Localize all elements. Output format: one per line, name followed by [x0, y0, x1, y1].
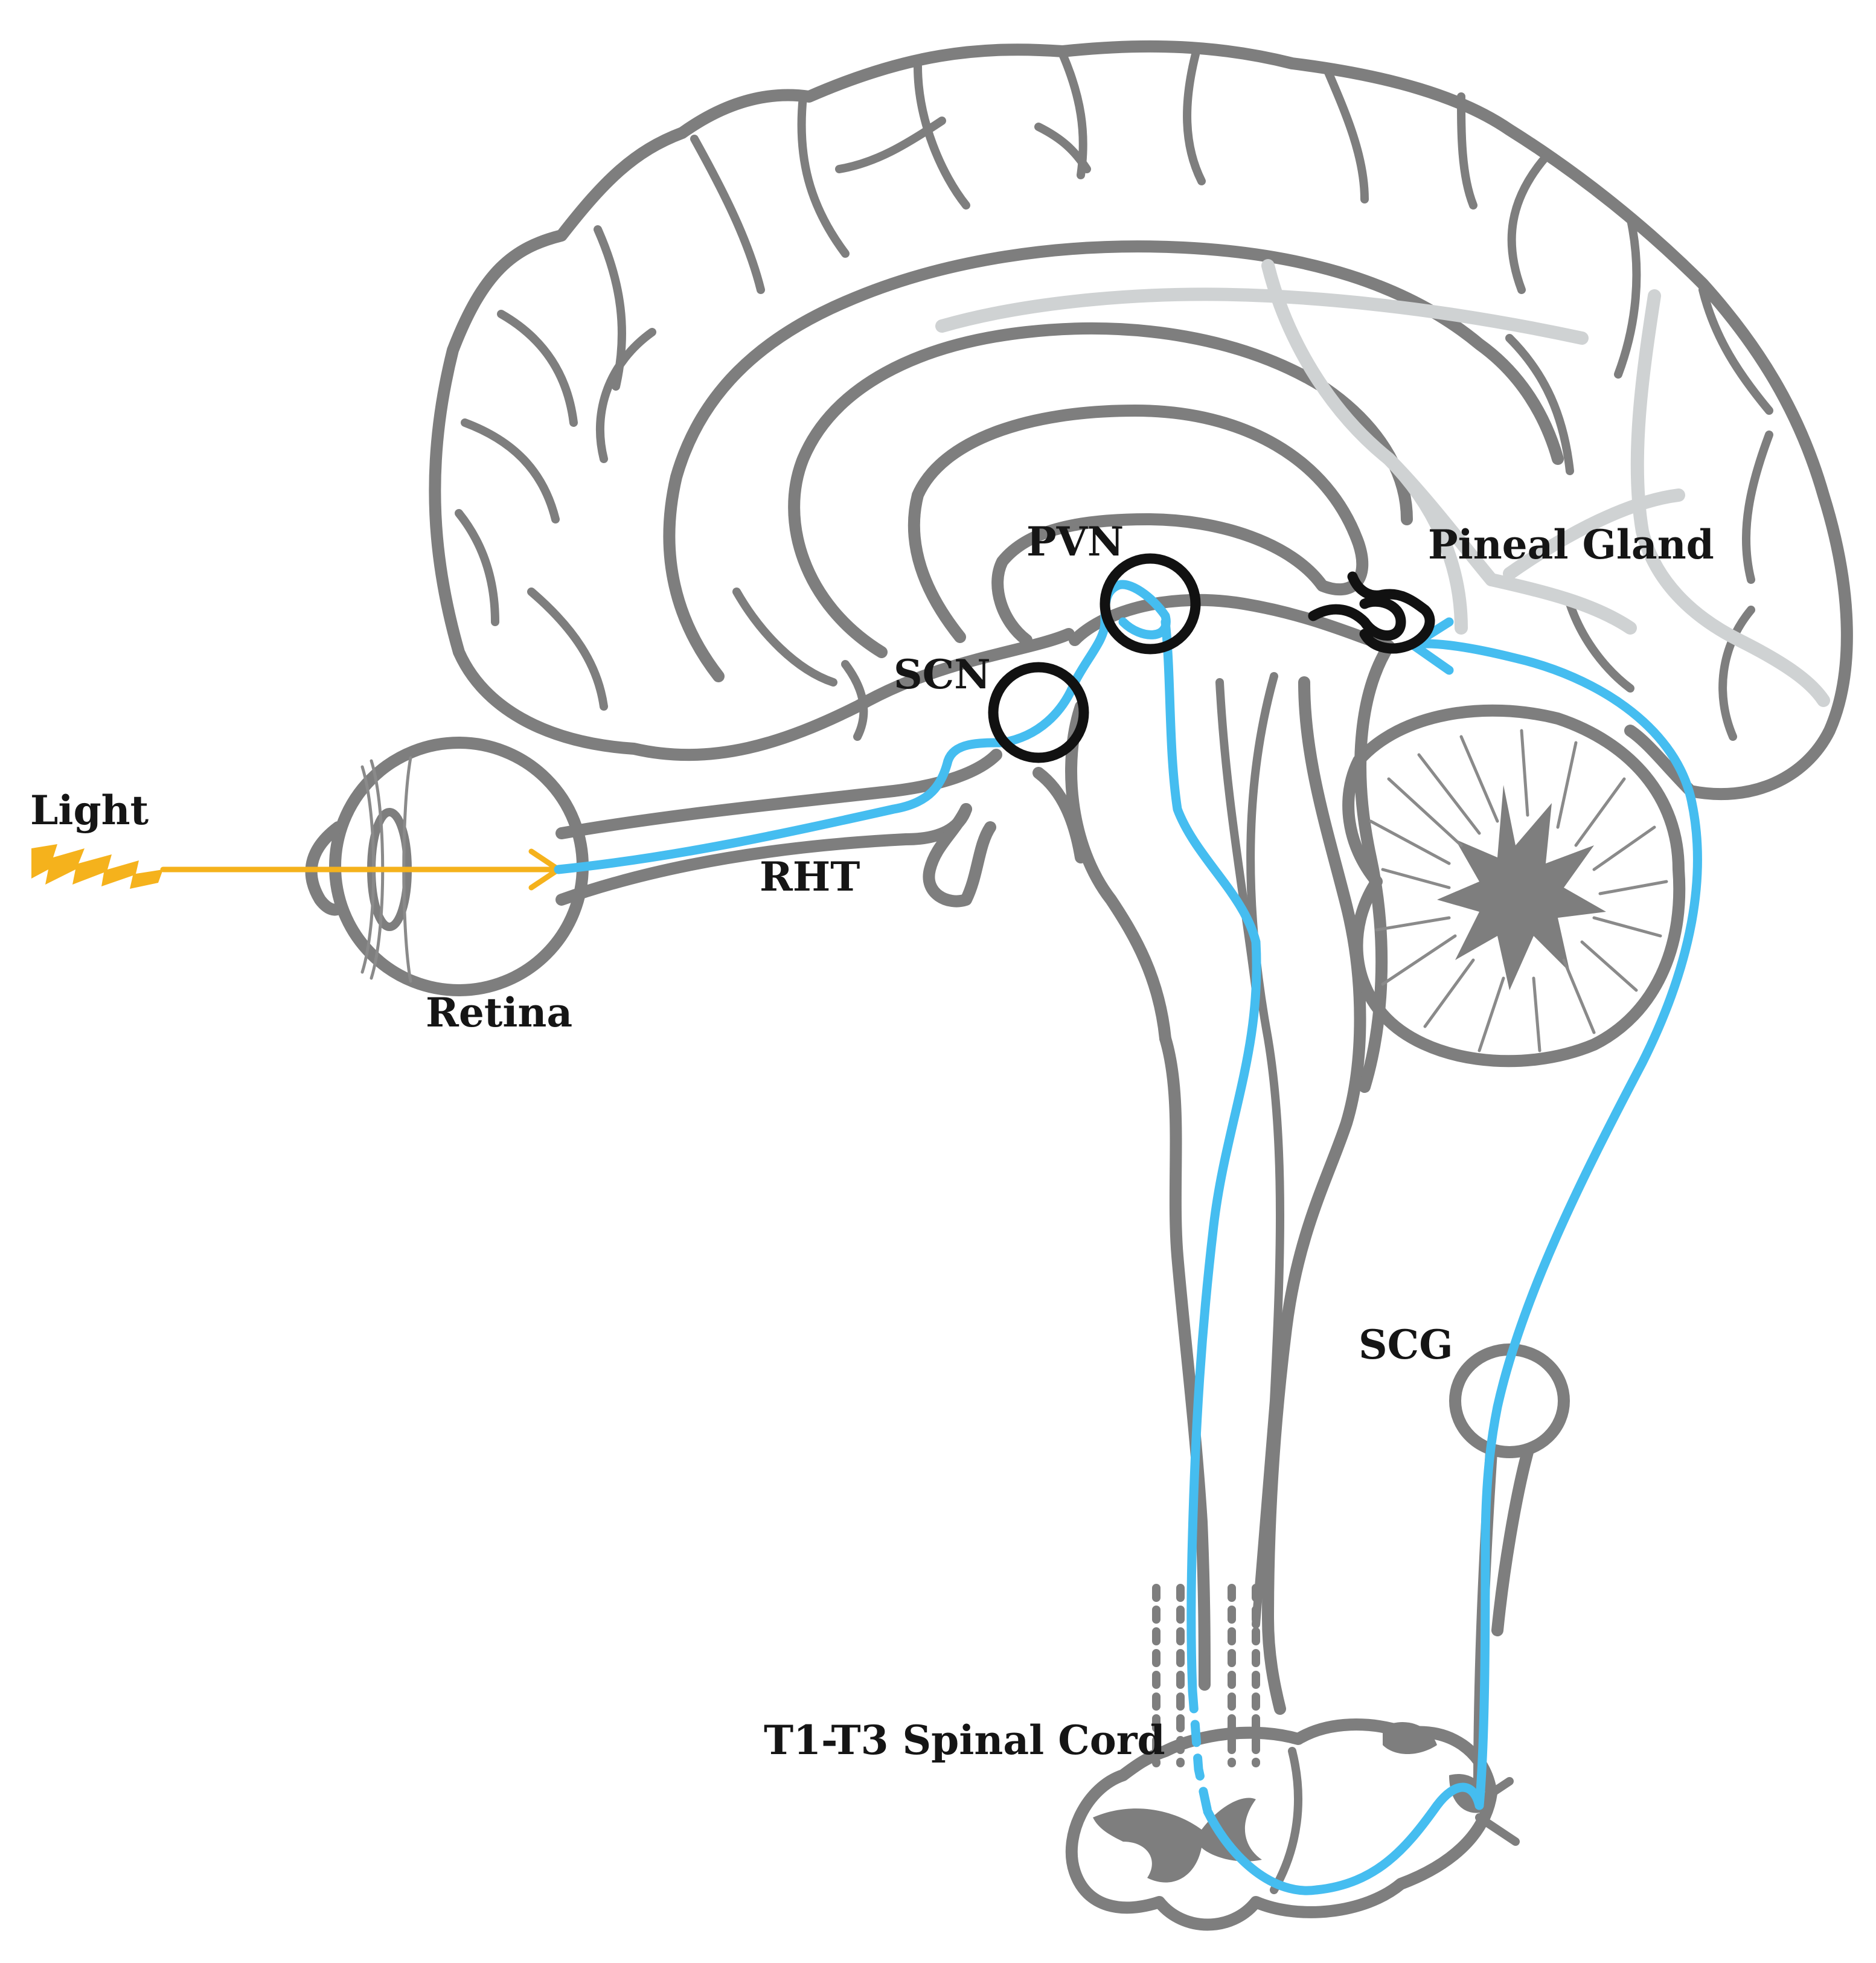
brain-outline: [429, 40, 1853, 1715]
label-retina: Retina: [426, 989, 572, 1036]
pvn-nucleus: [1100, 553, 1201, 655]
brain-sulci: [455, 50, 1773, 741]
light-bolt-icon: [31, 844, 163, 889]
light-ray-arrow: [160, 848, 562, 891]
label-scn: SCN: [894, 651, 991, 698]
neural-pathway: [554, 580, 1702, 1895]
spinal-cord-section: [1065, 1584, 1520, 1931]
eye-icon: [305, 737, 589, 996]
labels: Light Retina RHT SCN PVN Pineal Gland SC…: [30, 518, 1714, 1764]
scg-ganglion: [1449, 1343, 1570, 1793]
scn-nucleus: [988, 662, 1089, 763]
pineal-gland-shape: [1308, 571, 1435, 654]
label-spinal-cord: T1-T3 Spinal Cord: [764, 1717, 1165, 1764]
scg-to-pineal-path: [1402, 639, 1702, 1810]
label-scg: SCG: [1359, 1321, 1453, 1368]
label-pineal-gland: Pineal Gland: [1428, 521, 1714, 568]
label-pvn: PVN: [1026, 518, 1124, 565]
faint-sulci: [935, 259, 1830, 707]
cerebellum: [1342, 704, 1686, 1068]
label-light: Light: [30, 787, 149, 834]
nuclei: [988, 553, 1435, 763]
label-rht: RHT: [760, 853, 860, 900]
pvn-to-spinal-path: [1160, 617, 1261, 1696]
optic-nerve: [555, 749, 1087, 908]
